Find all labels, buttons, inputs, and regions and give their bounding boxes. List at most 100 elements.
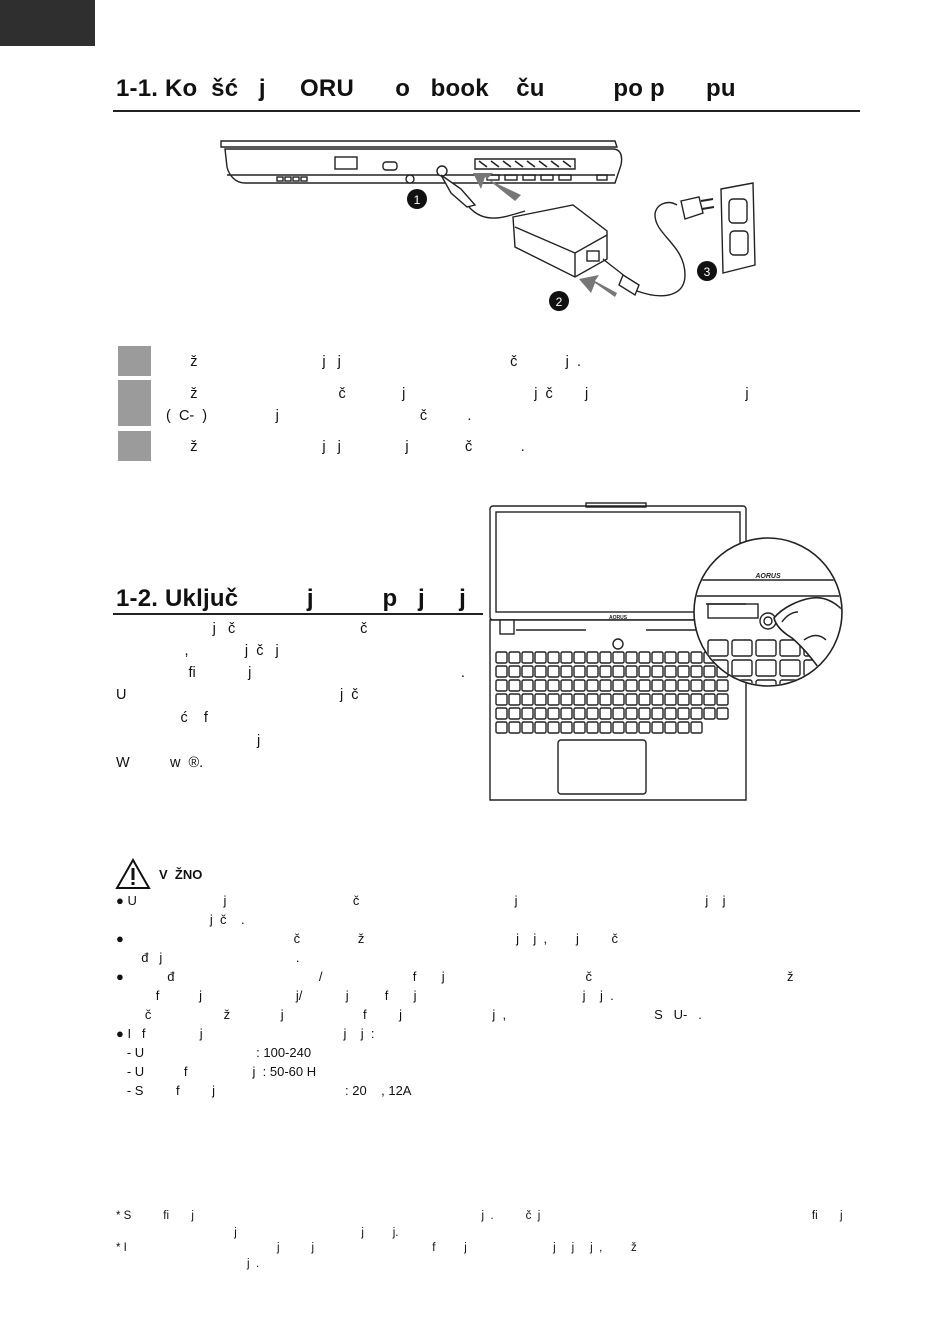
keyboard-key (612, 707, 625, 720)
keyboard-key (521, 651, 534, 664)
footnote-1-cont: j j j. (116, 1227, 399, 1239)
keyboard (495, 651, 729, 734)
keyboard-key (612, 651, 625, 664)
keyboard-key (638, 707, 651, 720)
keyboard-key (651, 651, 664, 664)
keyboard-key (547, 721, 560, 734)
keyboard-key (664, 679, 677, 692)
power-connection-illustration: 1 2 3 (220, 140, 756, 311)
keyboard-key (651, 679, 664, 692)
section2-line-1: j č č (116, 621, 368, 637)
step2-marker: 2 (556, 295, 563, 309)
keyboard-key (560, 679, 573, 692)
brand-logo-screen: AORUS (609, 615, 628, 621)
keyboard-key (703, 665, 716, 678)
keyboard-key (573, 651, 586, 664)
laptop-power-button-illustration: AORUS AORUS (489, 502, 866, 801)
keyboard-key (573, 693, 586, 706)
warning-line-11: - S f j : 20 , 12A (116, 1083, 412, 1098)
keyboard-key (547, 665, 560, 678)
keyboard-key (521, 707, 534, 720)
keyboard-key (677, 665, 690, 678)
keyboard-key (651, 721, 664, 734)
keyboard-key (521, 721, 534, 734)
keyboard-key (586, 651, 599, 664)
warning-line-10: - U f j : 50-60 H (116, 1064, 317, 1079)
step-marker-2 (118, 380, 151, 426)
keyboard-key (664, 693, 677, 706)
keyboard-key (703, 679, 716, 692)
keyboard-key (651, 693, 664, 706)
step-1-text: ž j j č j . (158, 354, 581, 370)
step-3-text: ž j j j č . (158, 439, 525, 455)
zoomed-key (827, 659, 841, 677)
keyboard-key (677, 707, 690, 720)
keyboard-key (716, 707, 729, 720)
section2-rule (113, 613, 483, 615)
zoomed-key (803, 679, 825, 685)
keyboard-key (625, 721, 638, 734)
keyboard-key (638, 679, 651, 692)
keyboard-key (664, 651, 677, 664)
keyboard-key (690, 693, 703, 706)
zoomed-key (731, 659, 753, 677)
keyboard-key (573, 679, 586, 692)
keyboard-key (586, 721, 599, 734)
keyboard-key (677, 679, 690, 692)
keyboard-key (547, 679, 560, 692)
keyboard-key (560, 665, 573, 678)
section2-line-7: W w ®. (116, 755, 204, 771)
keyboard-key (638, 665, 651, 678)
keyboard-key (508, 721, 521, 734)
step3-marker: 3 (704, 265, 711, 279)
keyboard-key (664, 721, 677, 734)
keyboard-key (703, 707, 716, 720)
keyboard-key (638, 721, 651, 734)
warning-line-6: f j j/ j f j j j . (116, 988, 614, 1003)
keyboard-key (495, 651, 508, 664)
keyboard-key (690, 665, 703, 678)
keyboard-key (612, 721, 625, 734)
keyboard-key (599, 679, 612, 692)
zoomed-key (779, 639, 801, 657)
zoomed-key (731, 639, 753, 657)
keyboard-key (716, 679, 729, 692)
warning-label: V ŽNO (159, 867, 203, 882)
keyboard-key (495, 665, 508, 678)
keyboard-key (625, 679, 638, 692)
section2-line-3: fi j . (116, 665, 465, 681)
section2-line-4: U j č (116, 687, 359, 703)
keyboard-key (508, 679, 521, 692)
footnote-2-cont: j . (116, 1258, 260, 1270)
zoomed-key (755, 679, 777, 685)
keyboard-key (677, 693, 690, 706)
keyboard-key (534, 665, 547, 678)
footnote-2: * I j j f j j j j , ž (116, 1242, 637, 1254)
keyboard-key (560, 651, 573, 664)
warning-line-1: ● U j č j j j (116, 893, 726, 908)
keyboard-key (508, 651, 521, 664)
keyboard-key (677, 651, 690, 664)
keyboard-key (586, 679, 599, 692)
keyboard-key (495, 693, 508, 706)
warning-line-9: - U : 100-240 (116, 1045, 312, 1060)
section1-rule (113, 110, 860, 112)
step-marker-1 (118, 346, 151, 376)
zoomed-key (779, 659, 801, 677)
keyboard-key (573, 665, 586, 678)
corner-tab (0, 0, 95, 46)
keyboard-key (508, 693, 521, 706)
keyboard-key (690, 707, 703, 720)
keyboard-key (573, 721, 586, 734)
warning-line-4: đ j . (116, 950, 300, 965)
zoomed-key (779, 679, 801, 685)
footnote-1: * S fi j j . č j (116, 1210, 843, 1222)
warning-line-8: ● I f j j j : (116, 1026, 375, 1041)
keyboard-key (586, 665, 599, 678)
keyboard-key (599, 721, 612, 734)
keyboard-key (547, 693, 560, 706)
keyboard-key (612, 679, 625, 692)
zoomed-key (852, 680, 866, 696)
keyboard-key (625, 665, 638, 678)
keyboard-key (586, 707, 599, 720)
